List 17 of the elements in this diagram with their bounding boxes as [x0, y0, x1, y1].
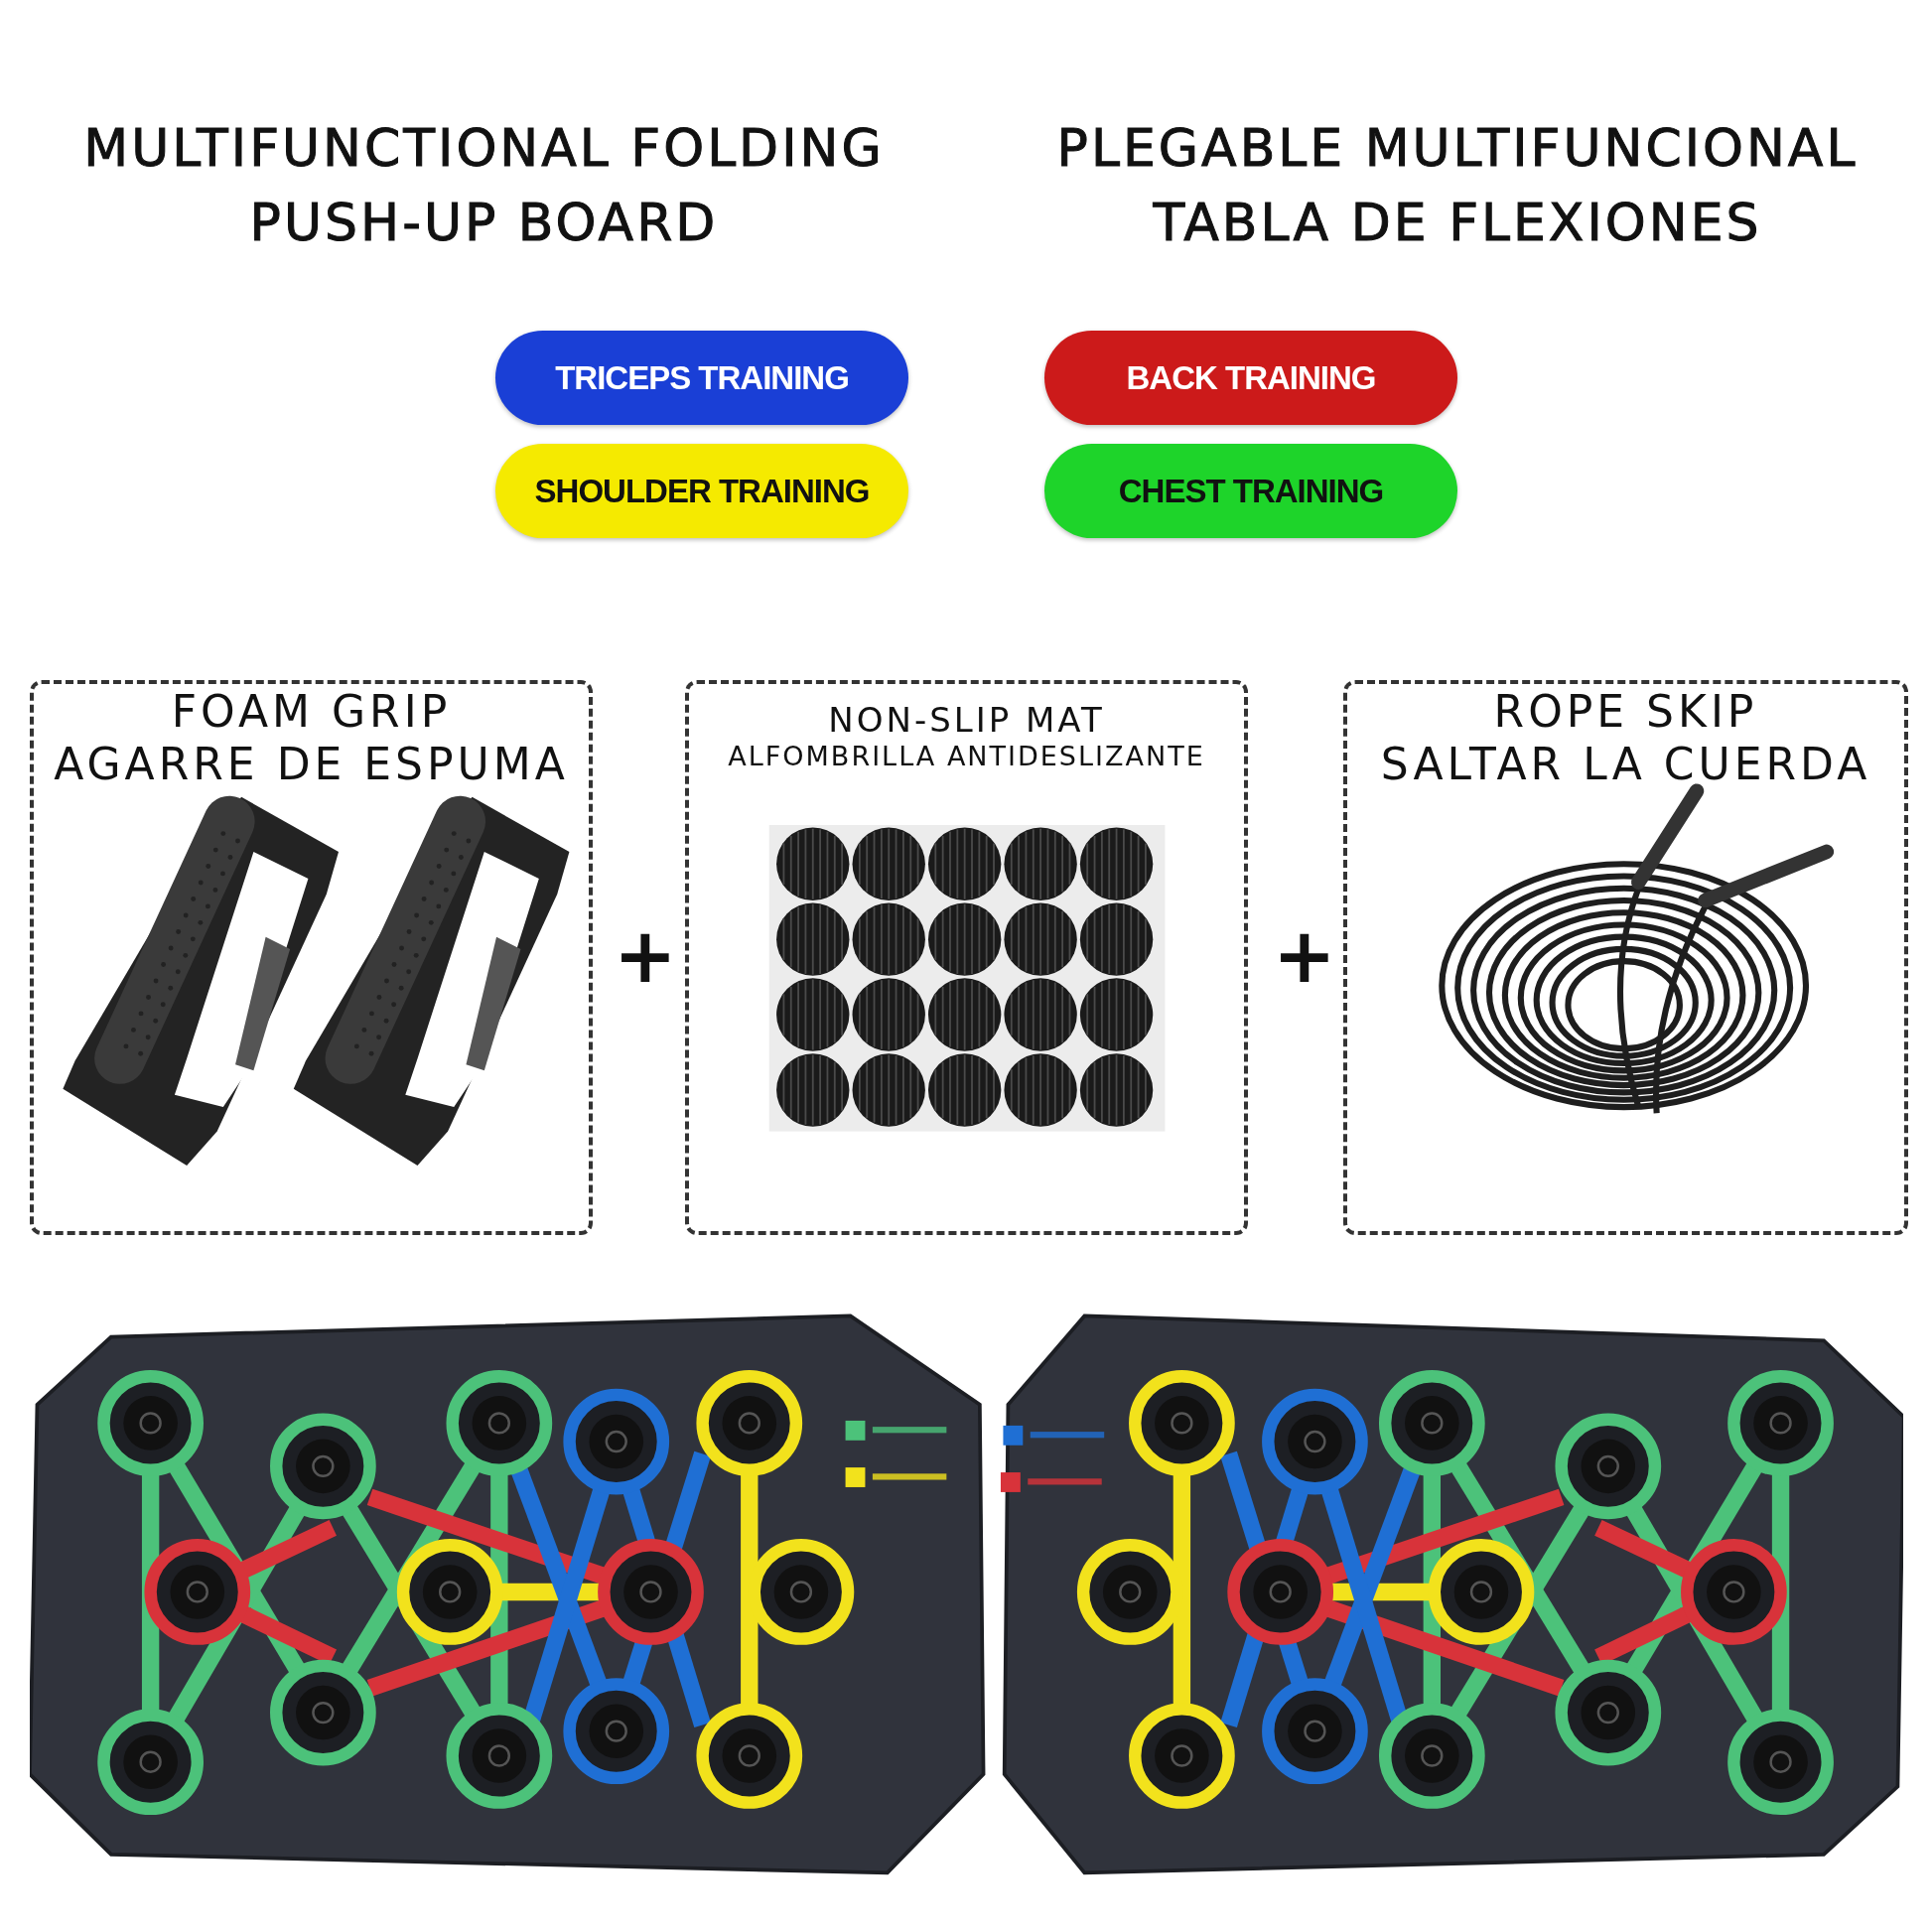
plus-sign: +	[614, 918, 677, 994]
title: MULTIFUNCTIONAL FOLDING PUSH-UP BOARD	[82, 117, 886, 255]
item-name: NON-SLIP MAT	[827, 700, 1106, 741]
item-card	[30, 680, 593, 1235]
title: PLEGABLE MULTIFUNCIONAL TABLA DE FLEXIONES	[1055, 117, 1860, 255]
training-tag: TRICEPS TRAINING	[495, 331, 908, 425]
item-card	[685, 680, 1248, 1235]
item-name: FOAM GRIP	[170, 686, 453, 739]
plus-sign: +	[1273, 918, 1336, 994]
item-name: SALTAR LA CUERDA	[1379, 738, 1872, 791]
item-name: AGARRE DE ESPUMA	[53, 738, 570, 791]
item-card	[1343, 680, 1908, 1235]
training-tag: SHOULDER TRAINING	[495, 444, 908, 538]
item-name: ROPE SKIP	[1492, 686, 1759, 739]
item-name: ALFOMBRILLA ANTIDESLIZANTE	[727, 740, 1206, 773]
training-tag: CHEST TRAINING	[1044, 444, 1457, 538]
training-tag: BACK TRAINING	[1044, 331, 1457, 425]
